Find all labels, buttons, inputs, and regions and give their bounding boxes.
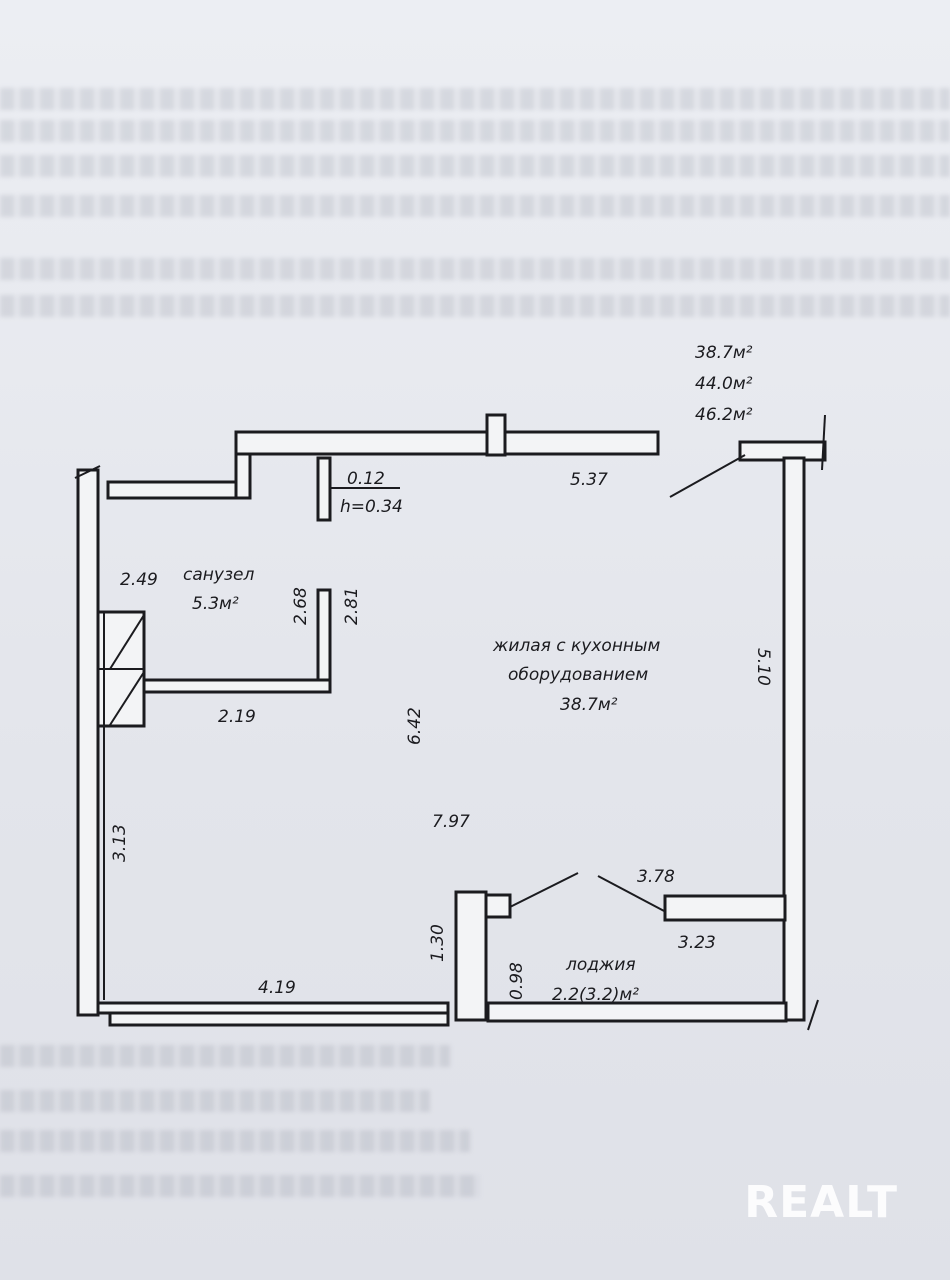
dim-1-30: 1.30 bbox=[428, 924, 448, 962]
dim-5-37: 5.37 bbox=[570, 470, 608, 490]
bathroom-name: санузел bbox=[183, 565, 254, 585]
dim-2-49: 2.49 bbox=[120, 570, 158, 590]
blurred-text-line bbox=[0, 1045, 450, 1067]
blurred-text-line bbox=[0, 120, 950, 142]
loggia-name: лоджия bbox=[565, 955, 636, 975]
living-room-area: 38.7м² bbox=[560, 695, 618, 715]
realt-watermark: REALT bbox=[744, 1177, 898, 1228]
total-area: 44.0м² bbox=[695, 374, 753, 394]
living-room-name-2: оборудованием bbox=[508, 665, 648, 685]
dim-6-42: 6.42 bbox=[405, 707, 425, 745]
dim-3-78: 3.78 bbox=[637, 867, 675, 887]
blurred-text-line bbox=[0, 1090, 430, 1112]
blurred-text-line bbox=[0, 1175, 480, 1197]
blurred-text-line bbox=[0, 258, 950, 280]
dim-3-13: 3.13 bbox=[110, 824, 130, 862]
dim-3-23: 3.23 bbox=[678, 933, 716, 953]
dim-2-19: 2.19 bbox=[218, 707, 256, 727]
area-summary: 38.7м² 44.0м² 46.2м² bbox=[695, 343, 753, 425]
dim-2-81: 2.81 bbox=[342, 587, 362, 625]
blurred-text-line bbox=[0, 155, 950, 177]
blurred-text-line bbox=[0, 88, 950, 110]
dim-h-0-34: h=0.34 bbox=[340, 497, 403, 517]
blurred-text-line bbox=[0, 1130, 470, 1152]
dim-0-12: 0.12 bbox=[347, 469, 385, 489]
living-area-total: 38.7м² bbox=[695, 343, 753, 363]
bathroom-area: 5.3м² bbox=[192, 594, 239, 614]
dim-2-68: 2.68 bbox=[291, 587, 311, 625]
living-room-name-1: жилая с кухонным bbox=[492, 636, 660, 656]
total-area-with-loggia: 46.2м² bbox=[695, 405, 753, 425]
dim-4-19: 4.19 bbox=[258, 978, 296, 998]
blurred-text-line bbox=[0, 295, 950, 317]
room-labels: санузел 5.3м² жилая с кухонным оборудова… bbox=[183, 565, 660, 1005]
dim-0-98: 0.98 bbox=[507, 962, 527, 1000]
dimension-labels: 0.12 h=0.34 5.37 2.49 2.68 2.81 2.19 6.4… bbox=[110, 469, 773, 1000]
blurred-text-line bbox=[0, 195, 950, 217]
walls bbox=[74, 413, 827, 1031]
loggia-area: 2.2(3.2)м² bbox=[552, 985, 639, 1005]
dim-5-10: 5.10 bbox=[753, 648, 773, 686]
dim-7-97: 7.97 bbox=[432, 812, 470, 832]
